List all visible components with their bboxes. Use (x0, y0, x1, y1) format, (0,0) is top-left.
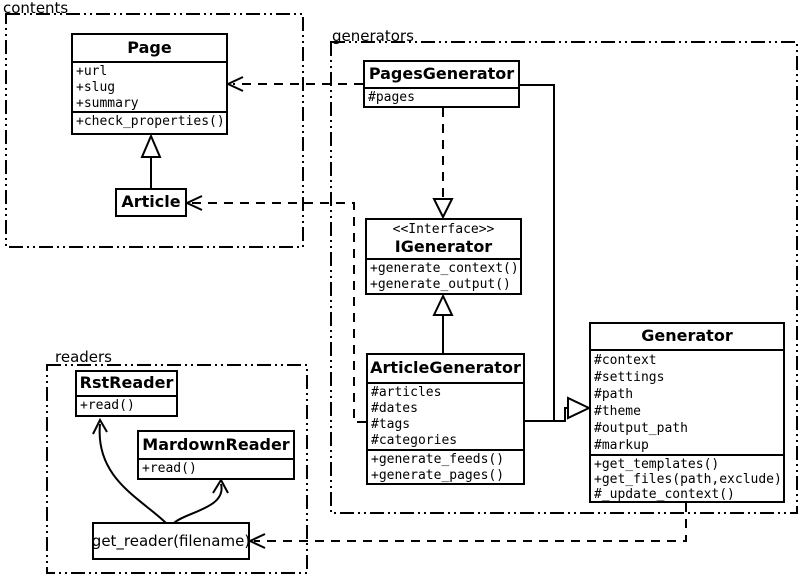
dependency-generator-to-getreader (247, 503, 687, 549)
attributes-compartment: #context #settings #path #theme #output_… (591, 349, 783, 454)
class-title: Article (121, 192, 181, 211)
arrow-getreader-to-mardownreader (173, 477, 229, 524)
open-arrowhead-icon (225, 76, 244, 92)
methods-compartment: +read() (77, 395, 176, 415)
package-label-readers: readers (55, 348, 112, 366)
method: #_update_context() (594, 487, 735, 501)
method: +check_properties() (76, 114, 225, 129)
dependency-pagesgenerator-to-page (225, 76, 363, 92)
attribute: #context (594, 353, 657, 368)
attribute: +url (76, 64, 108, 79)
class-page: Page +url +slug +summary +check_properti… (71, 33, 228, 135)
method: +generate_feeds() (371, 452, 505, 467)
generalization-article-to-page (140, 133, 162, 190)
attribute: #dates (371, 401, 418, 416)
package-contents-border (5, 13, 304, 248)
package-readers-border (46, 364, 308, 574)
package-label-generators: generators (332, 27, 414, 45)
methods-compartment: +generate_context() +generate_output() (367, 258, 520, 293)
attribute: #categories (371, 433, 458, 448)
class-title: PagesGenerator (368, 64, 515, 83)
class-title: MardownReader (142, 435, 290, 454)
class-articlegenerator: ArticleGenerator #articles #dates #tags … (366, 353, 525, 485)
class-title: Generator (641, 326, 733, 345)
class-generator: Generator #context #settings #path #them… (589, 322, 785, 503)
method: +read() (142, 461, 197, 476)
attributes-compartment: +url +slug +summary (73, 61, 226, 111)
class-title: Page (127, 38, 172, 57)
methods-compartment: +get_templates() +get_files(path,exclude… (591, 454, 783, 501)
dependency-articlegenerator-to-article (184, 195, 366, 423)
attribute: #markup (594, 438, 649, 453)
open-arrowhead-icon (247, 533, 266, 549)
attribute: #theme (594, 404, 641, 419)
methods-compartment: +read() (139, 458, 293, 478)
class-title: <<Interface>> IGenerator (367, 220, 520, 258)
attribute: #tags (371, 417, 411, 432)
open-arrowhead-icon (184, 195, 203, 211)
attributes-compartment: #pages (365, 87, 518, 106)
generalization-articlegenerator-to-igenerator (432, 293, 454, 355)
package-generators-border (330, 41, 798, 514)
function-label: get_reader(filename) (91, 532, 251, 550)
attribute: #articles (371, 385, 442, 400)
attribute: +summary (76, 96, 139, 111)
function-get-reader: get_reader(filename) (92, 522, 250, 560)
attribute: #settings (594, 370, 665, 385)
open-arrowhead-icon (212, 477, 229, 494)
stereotype: <<Interface>> (392, 222, 495, 237)
attribute: +slug (76, 80, 116, 95)
class-article: Article (115, 188, 187, 217)
attribute: #path (594, 387, 634, 402)
class-rstreader: RstReader +read() (75, 370, 178, 417)
attribute: #pages (368, 90, 415, 105)
class-title: RstReader (79, 373, 174, 392)
method: +get_files(path,exclude) (594, 472, 782, 487)
class-pagesgenerator: PagesGenerator #pages (363, 60, 520, 108)
open-arrowhead-icon (92, 417, 108, 435)
generalization-generators-to-generator (520, 84, 592, 422)
method: +generate_pages() (371, 468, 505, 483)
methods-compartment: +generate_feeds() +generate_pages() (368, 449, 523, 483)
class-name: IGenerator (394, 237, 493, 256)
package-label-contents: contents (3, 0, 69, 17)
arrow-getreader-to-rstreader (92, 417, 167, 524)
realization-pagesgenerator-to-igenerator (432, 108, 454, 220)
class-title: ArticleGenerator (370, 358, 521, 377)
class-mardownreader: MardownReader +read() (137, 430, 295, 480)
methods-compartment: +check_properties() (73, 111, 226, 133)
method: +get_templates() (594, 457, 720, 472)
method: +read() (80, 398, 135, 413)
method: +generate_output() (370, 277, 511, 292)
method: +generate_context() (370, 261, 519, 276)
attributes-compartment: #articles #dates #tags #categories (368, 382, 523, 449)
attribute: #output_path (594, 421, 688, 436)
class-igenerator: <<Interface>> IGenerator +generate_conte… (365, 218, 522, 295)
